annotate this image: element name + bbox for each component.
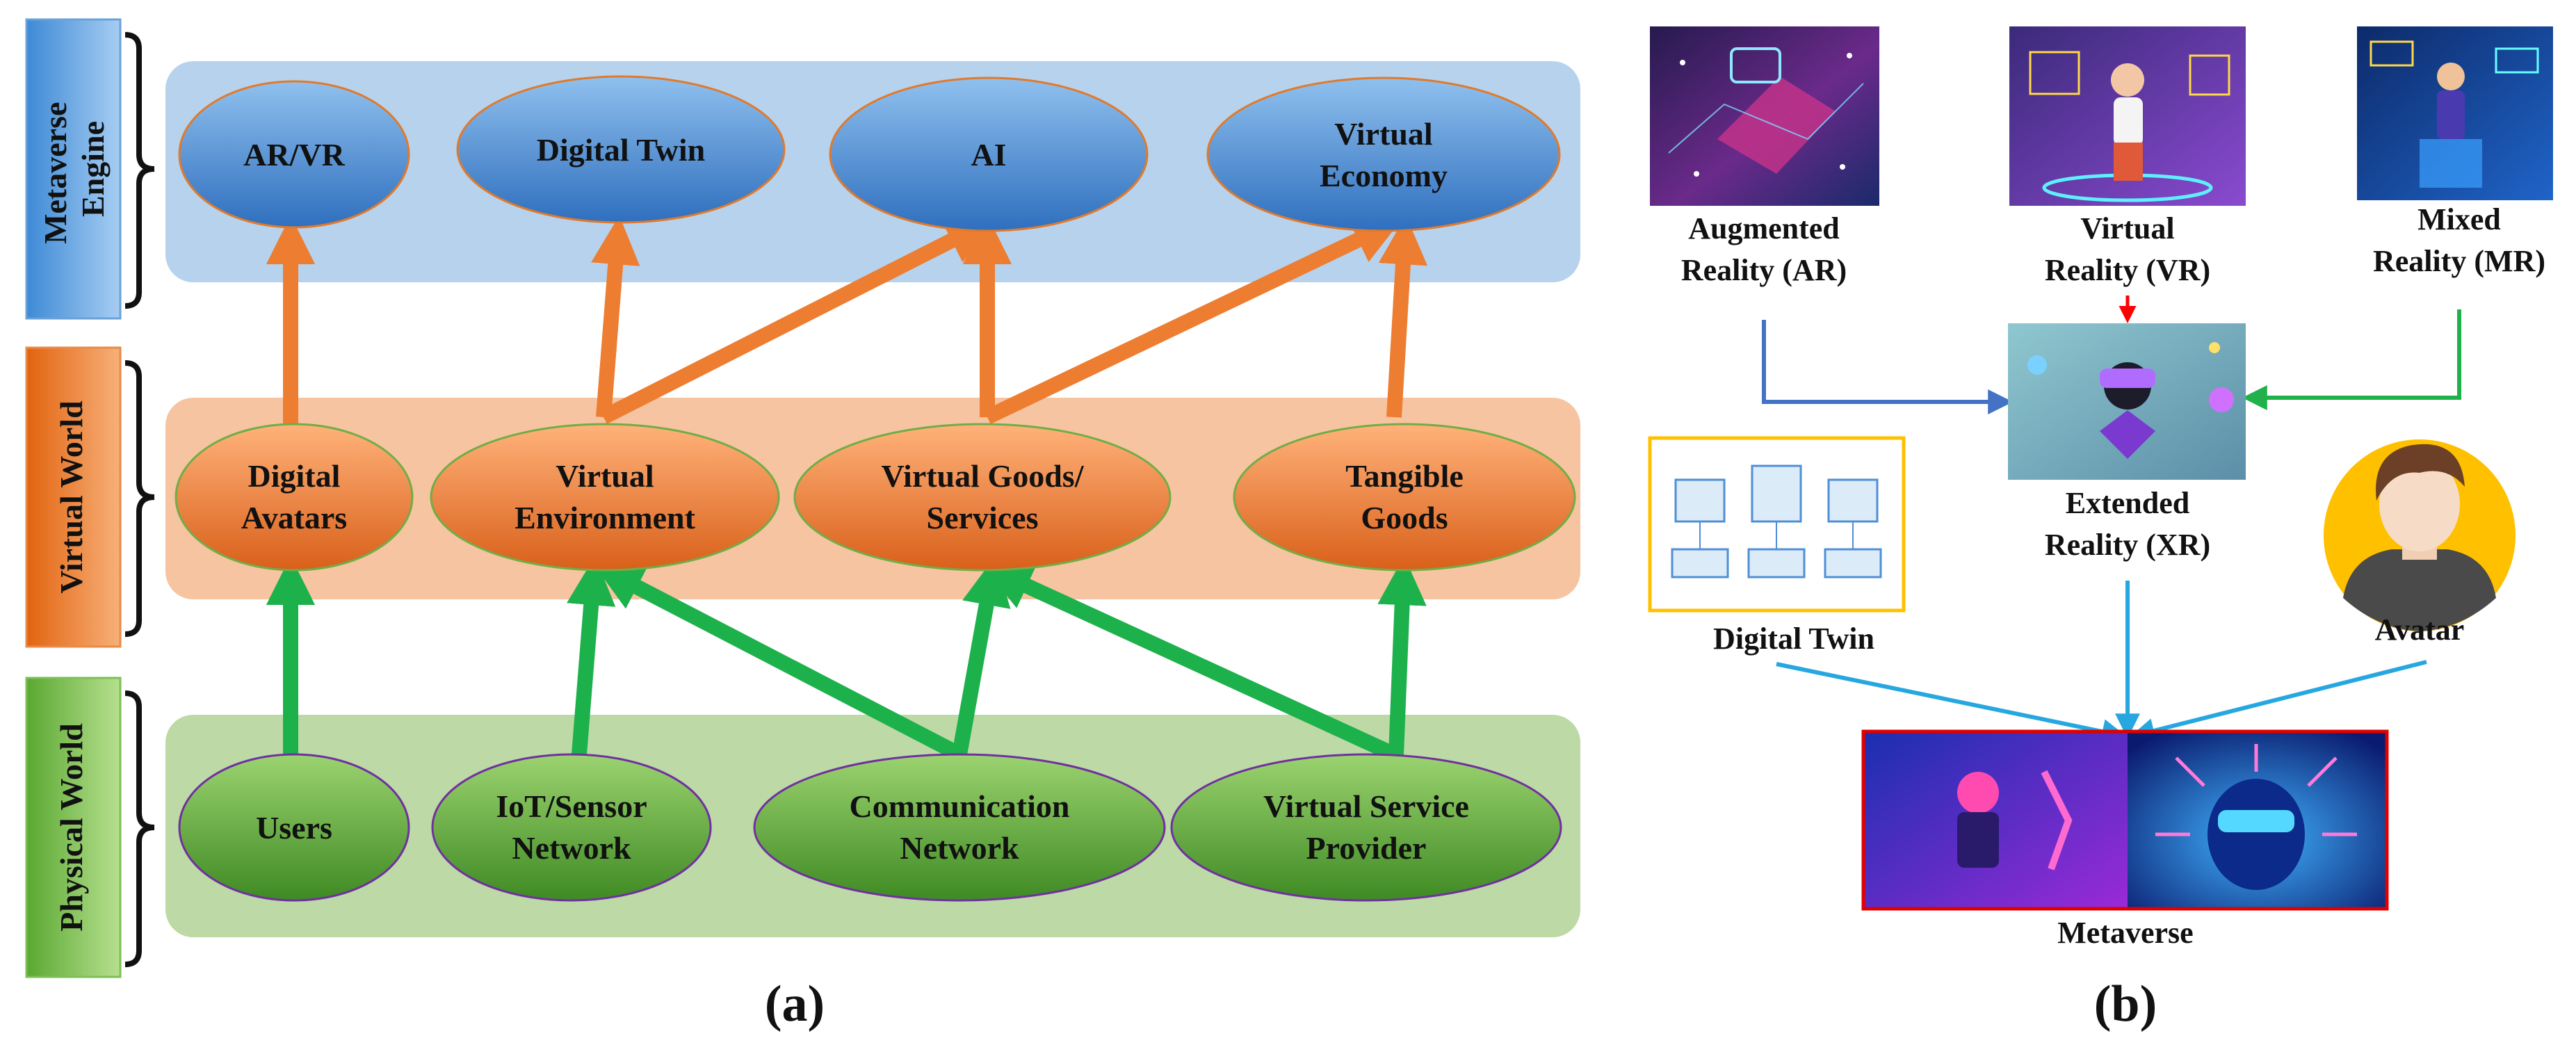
xr-label-line-2: Reality (XR)	[2045, 528, 2210, 562]
node-label-line-2: Economy	[1320, 158, 1448, 193]
svg-text:Virtual World: Virtual World	[54, 400, 89, 594]
xr-image	[2008, 323, 2246, 480]
arrow-virtual-environment-to-ai	[600, 218, 996, 424]
node-virtual-economy: Virtual Economy	[1206, 76, 1561, 232]
layer-name-line: Engine	[75, 121, 111, 217]
node-digital-twin: Digital Twin	[456, 75, 786, 224]
avatar-image	[2324, 439, 2516, 631]
vr-label-line-2: Reality (VR)	[2045, 253, 2210, 287]
node-virtual-service-provider: Virtual Service Provider	[1170, 753, 1562, 902]
node-label: AI	[971, 137, 1006, 172]
arrow-communication-to-virtual-environment	[593, 564, 964, 761]
layer-name-line: Physical World	[54, 723, 89, 932]
mr-label-line-1: Mixed	[2417, 202, 2501, 236]
metaverse-image	[1861, 729, 2389, 911]
node-users: Users	[178, 753, 410, 902]
upper-arrows	[266, 215, 1428, 430]
ar-label-line-1: Augmented	[1688, 211, 1840, 245]
node-communication-network: Communication Network	[753, 753, 1166, 902]
arrow-tangible-goods-to-virtual-economy	[1378, 215, 1428, 418]
node-label-line-1: Virtual	[1334, 116, 1432, 152]
digital-twin-image	[1648, 436, 1906, 613]
arrow-mr-to-xr	[2242, 309, 2461, 410]
node-label-line-2: Services	[927, 500, 1039, 535]
arrow-virtual-goods-to-virtual-economy	[984, 218, 1402, 424]
arrow-service-provider-to-tangible-goods	[1377, 556, 1427, 755]
node-ai: AI	[829, 76, 1149, 232]
layer-name-line: Metaverse	[38, 102, 73, 244]
node-label-line-2: Avatars	[241, 500, 347, 535]
node-label-line-1: Communication	[850, 788, 1070, 824]
node-label: Users	[256, 810, 332, 845]
panel-a: Metaverse Engine Virtual World Physical …	[25, 18, 1580, 1033]
arrow-virtual-environment-to-digital-twin	[591, 215, 640, 418]
svg-text:Metaverse Engine: Metaverse Engine	[38, 94, 111, 244]
node-label-line-2: Network	[900, 830, 1019, 866]
node-label-line-2: Environment	[515, 500, 696, 535]
node-label-line-2: Goods	[1361, 500, 1448, 535]
arrow-communication-to-virtual-goods	[952, 556, 1011, 756]
node-label: Digital Twin	[537, 132, 705, 168]
arrow-iot-to-virtual-environment	[567, 556, 616, 755]
metaverse-label: Metaverse	[2057, 916, 2193, 950]
mr-label-line-2: Reality (MR)	[2373, 244, 2545, 278]
node-iot-sensor-network: IoT/Sensor Network	[431, 753, 712, 902]
caption-b: (b)	[2094, 976, 2157, 1033]
node-virtual-goods-services: Virtual Goods/ Services	[793, 423, 1172, 572]
layer-label-physical-world: Physical World	[25, 677, 155, 978]
layer-name-line: Virtual World	[54, 400, 89, 594]
arrow-service-provider-to-virtual-goods	[982, 563, 1398, 761]
mr-image	[2357, 26, 2553, 200]
vr-image	[2009, 26, 2246, 206]
xr-label-line-1: Extended	[2066, 486, 2189, 520]
node-ar-vr: AR/VR	[178, 80, 410, 229]
node-label-line-1: Digital	[248, 458, 341, 494]
svg-text:Physical World: Physical World	[54, 723, 89, 932]
node-label: AR/VR	[243, 137, 345, 172]
layer-label-virtual-world: Virtual World	[25, 346, 155, 648]
node-tangible-goods: Tangible Goods	[1233, 423, 1576, 572]
avatar-label: Avatar	[2375, 613, 2465, 647]
ar-label-line-2: Reality (AR)	[1681, 253, 1847, 287]
node-label-line-1: Virtual Service	[1263, 788, 1469, 824]
caption-a: (a)	[765, 976, 825, 1033]
arrow-ar-to-xr	[1762, 320, 2014, 414]
digital-twin-label: Digital Twin	[1713, 622, 1874, 656]
node-virtual-environment: Virtual Environment	[430, 423, 780, 572]
node-label-line-1: Virtual	[556, 458, 654, 494]
node-label-line-1: Tangible	[1345, 458, 1464, 494]
lower-arrows	[266, 556, 1427, 761]
arrow-digital-twin-to-metaverse	[1776, 662, 2128, 744]
vr-label-line-1: Virtual	[2080, 211, 2174, 245]
node-label-line-1: IoT/Sensor	[496, 788, 647, 824]
layer-label-metaverse-engine: Metaverse Engine	[25, 18, 155, 320]
node-label-line-2: Provider	[1306, 830, 1427, 866]
arrow-avatar-to-metaverse	[2130, 660, 2427, 743]
node-label-line-2: Network	[512, 830, 631, 866]
panel-b: Augmented Reality (AR) Virtual Reality (…	[1648, 26, 2553, 1033]
node-label-line-1: Virtual Goods/	[882, 458, 1085, 494]
node-digital-avatars: Digital Avatars	[175, 423, 414, 572]
ar-image	[1650, 26, 1879, 206]
